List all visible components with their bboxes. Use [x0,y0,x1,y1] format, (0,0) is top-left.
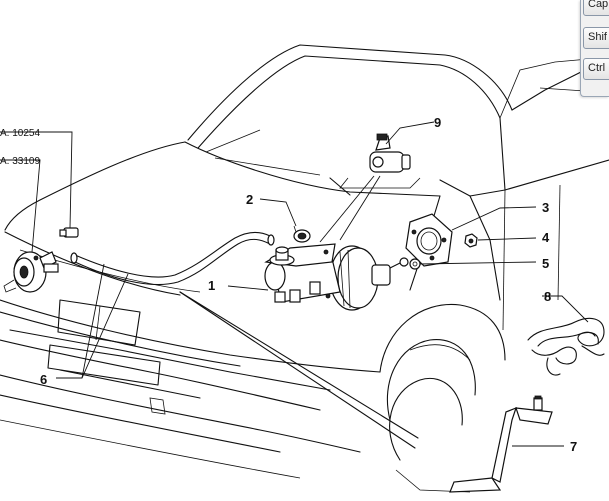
callout-number: 7 [570,439,577,454]
callout-number: 8 [544,289,551,304]
spring-clip [527,317,605,376]
on-screen-keyboard: Cap Shif Ctrl [580,0,609,97]
reference-label: A. 33109 [0,156,40,167]
callout-number: 2 [246,192,253,207]
car-body-outline [0,44,609,493]
callout-number: 1 [208,278,215,293]
fixing-bolt [59,227,79,238]
washer [409,258,421,270]
callout-number: 4 [542,230,550,245]
ctrl-key[interactable]: Ctrl [583,58,609,80]
caps-lock-key[interactable]: Cap [583,0,609,16]
vacuum-valve [339,133,421,189]
callout-number: 9 [434,115,441,130]
vacuum-pump [3,251,59,293]
callout-number: 5 [542,256,549,271]
vacuum-hose [70,231,275,286]
reference-label: A. 10254 [0,128,40,139]
nut [464,233,478,248]
leader-lines [0,121,589,447]
support-bracket [449,395,553,493]
shift-key[interactable]: Shif [583,27,609,49]
brake-master-cylinder [264,243,409,311]
booster-flange-plate [405,213,453,267]
hose-clamp [293,225,311,243]
callout-number: 3 [542,200,549,215]
callout-number: 6 [40,372,47,387]
